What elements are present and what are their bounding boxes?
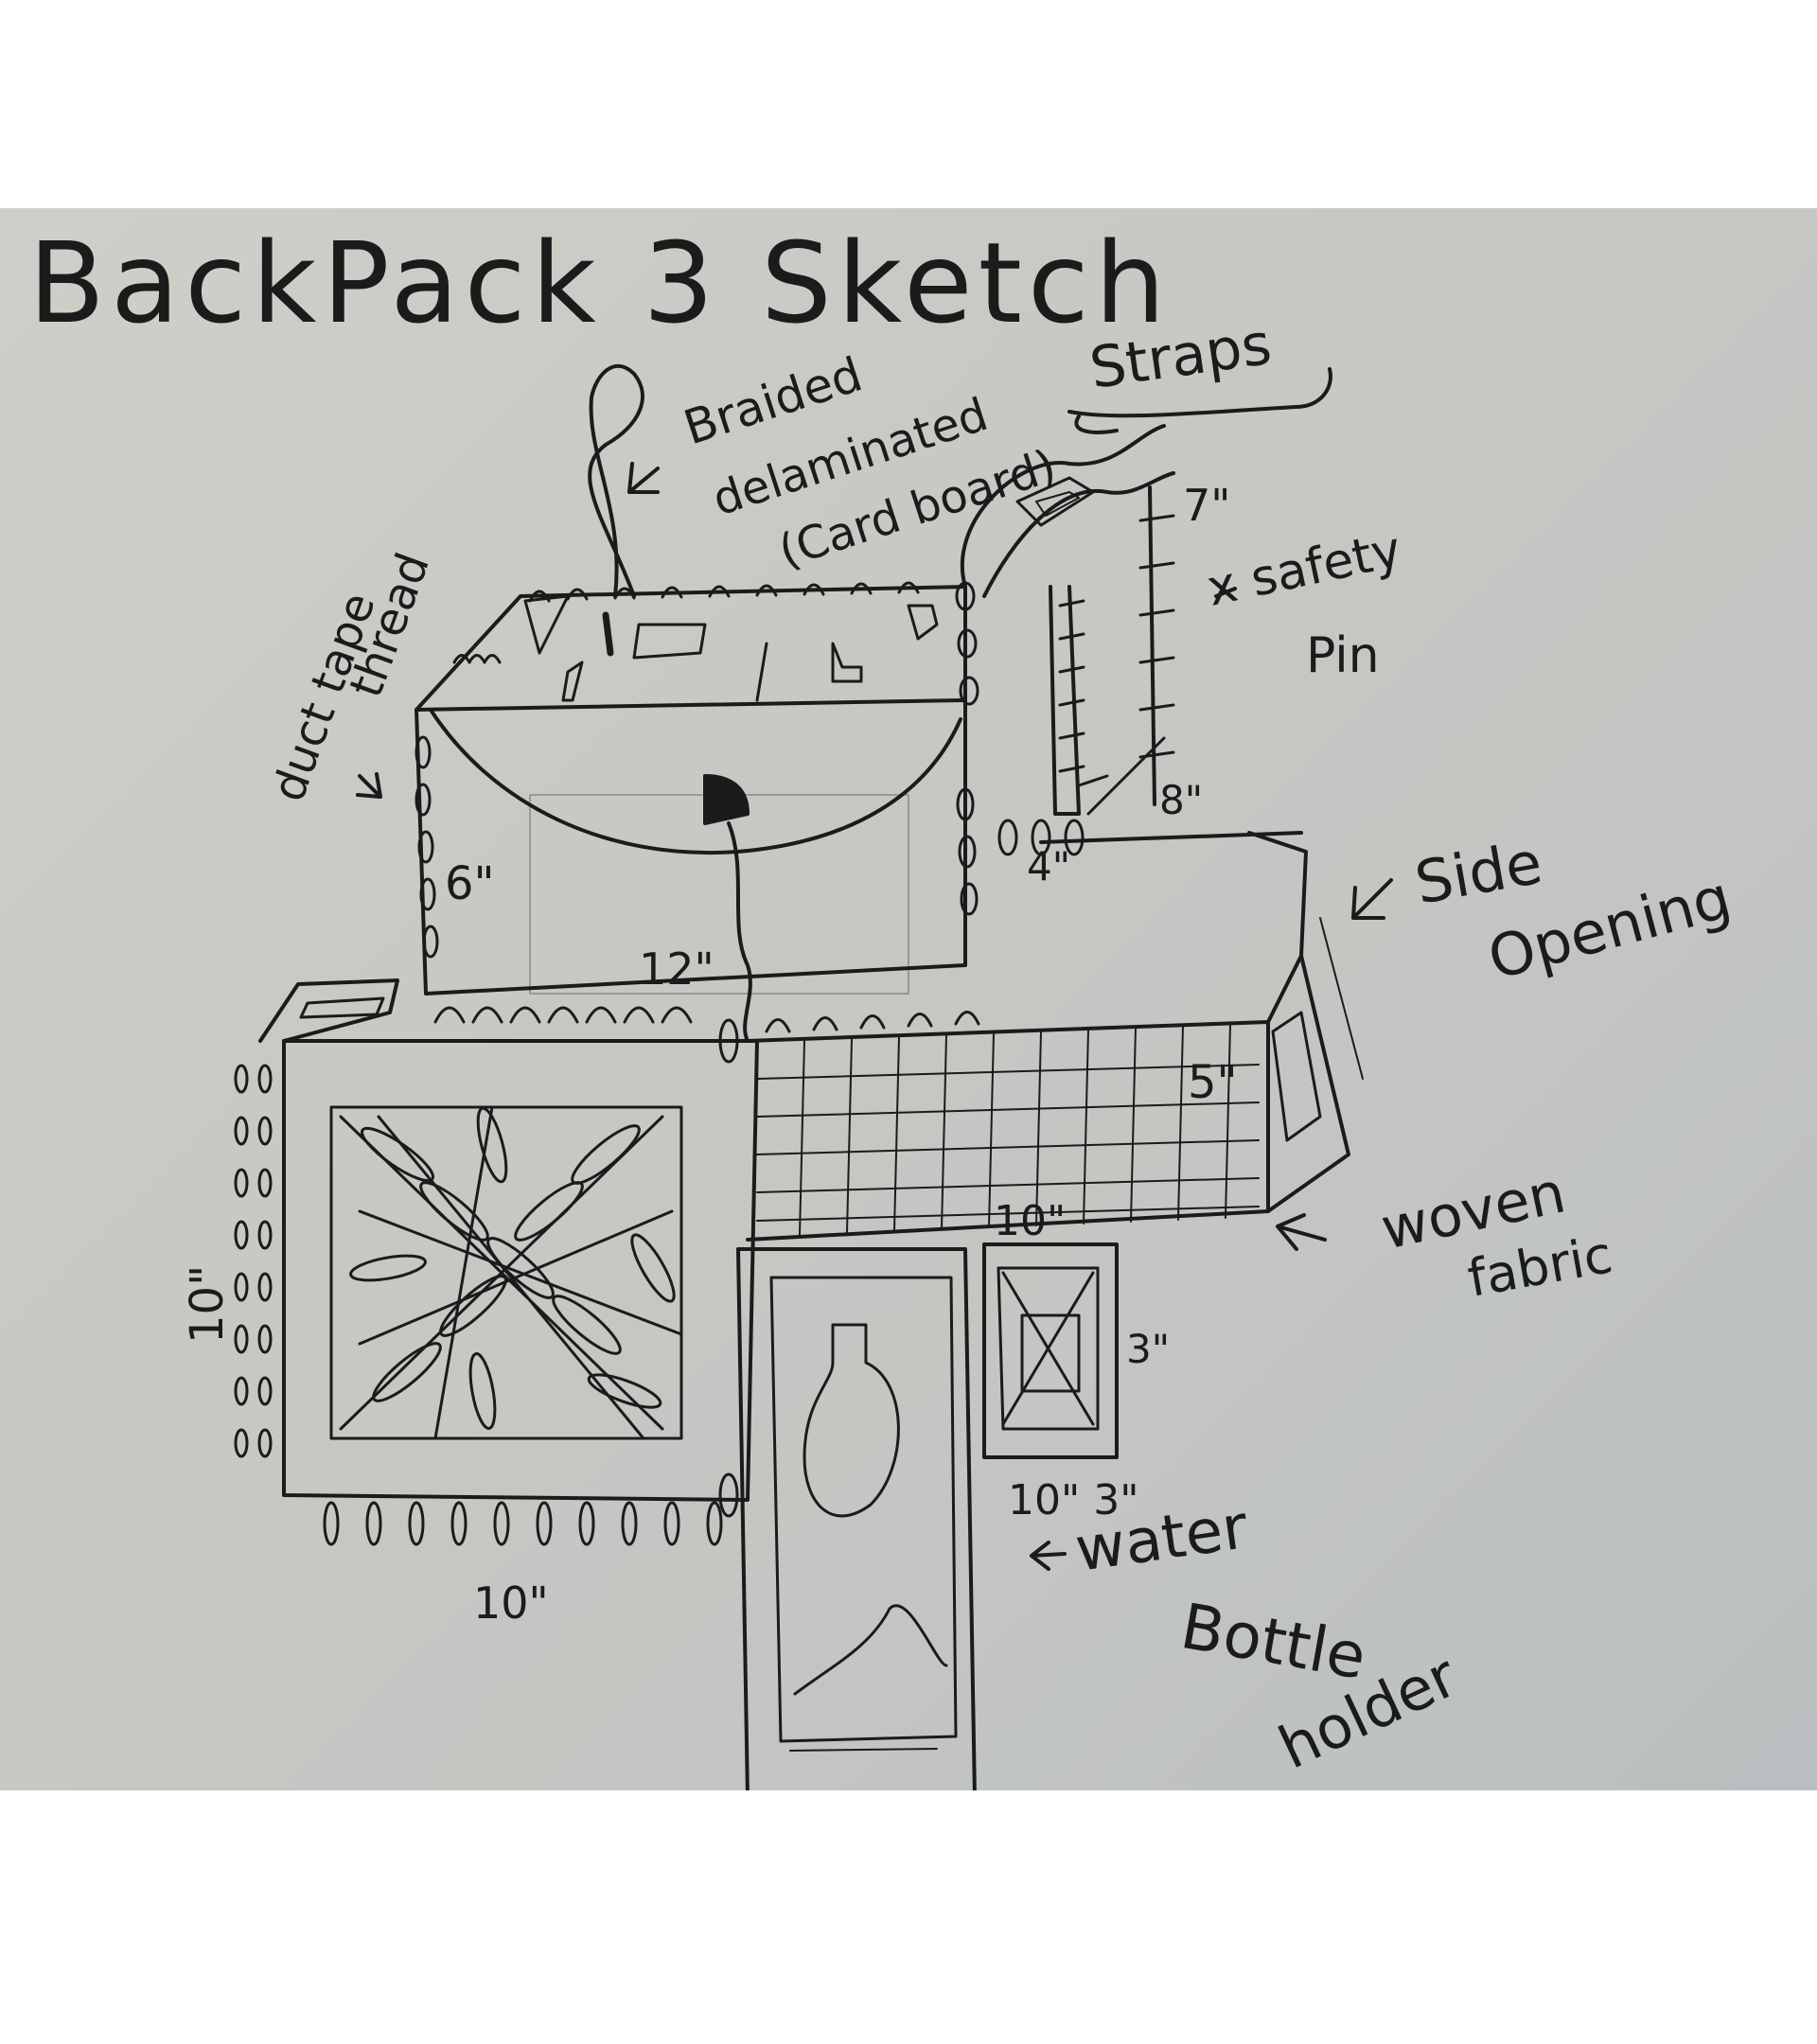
dim-pocket-height: 3" [1126,1326,1170,1372]
sketch-paper: BackPack 3 Sketch Braided delaminated (C… [0,208,1817,1790]
dim-top-side: 6" [445,857,495,910]
water-bottle-holder [736,1247,977,1790]
braided-straps [588,363,1332,816]
label-side: Side [1410,828,1547,918]
dim-strap-top: 7" [1183,480,1230,531]
dim-woven-width: 10" [994,1197,1066,1245]
label-pin: Pin [1306,627,1380,684]
left-panel [234,978,759,1546]
woven-fabric-section [746,831,1364,1242]
dim-left-height: 10" [181,1265,234,1344]
small-pocket [982,1242,1119,1459]
dim-pocket-width: 10" 3" [1008,1476,1138,1524]
sketch-title: BackPack 3 Sketch [28,218,1172,348]
top-flap [415,581,1085,1043]
dim-top-width: 12" [639,943,714,995]
dim-woven-height: 5" [1188,1056,1238,1109]
backpack-sketch-drawing: BackPack 3 Sketch Braided delaminated (C… [28,218,1738,1790]
label-bottle: Bottle [1175,1590,1371,1694]
dim-left-width: 10" [473,1577,549,1629]
annotation-arrows [356,462,1393,1571]
dim-top-right: 4" [1027,843,1070,890]
dim-strap-bottom: 8" [1159,777,1203,823]
label-safety-pin: x safety [1202,521,1406,618]
